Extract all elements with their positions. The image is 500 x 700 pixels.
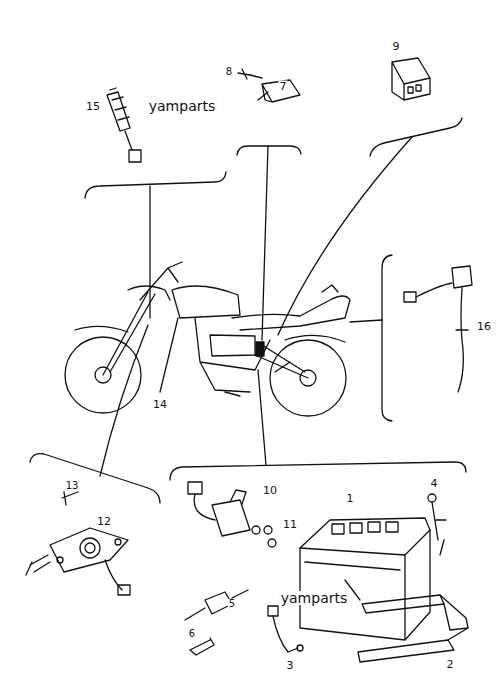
bracket xyxy=(370,118,462,156)
callout-number: 8 xyxy=(225,67,233,77)
cable-part xyxy=(428,494,446,555)
motorcycle xyxy=(65,262,350,416)
watermark: yamparts xyxy=(280,591,349,605)
callout-number: 15 xyxy=(85,101,101,112)
callout-number: 12 xyxy=(96,516,112,527)
callout-number: 4 xyxy=(430,478,439,489)
bracket xyxy=(382,255,392,421)
switch-part xyxy=(107,88,141,162)
relay-part xyxy=(392,58,430,100)
bracket xyxy=(30,454,160,503)
leader-line xyxy=(258,370,266,465)
ignition-switch xyxy=(26,492,130,595)
cable-part xyxy=(404,266,472,392)
callout-number: 7 xyxy=(279,81,288,92)
callout-number: 11 xyxy=(282,519,298,530)
bracket xyxy=(85,172,226,198)
callout-number: 3 xyxy=(286,660,295,671)
leader-line xyxy=(262,146,268,340)
callout-number: 9 xyxy=(392,41,401,52)
callout-number: 13 xyxy=(65,481,80,491)
callout-number: 6 xyxy=(188,629,196,639)
battery xyxy=(300,518,430,640)
callout-number: 2 xyxy=(446,659,455,670)
leader-line xyxy=(278,137,412,335)
battery-strap xyxy=(358,595,468,662)
relay-part xyxy=(238,69,300,102)
leader-line xyxy=(160,318,178,392)
watermark: yamparts xyxy=(148,99,217,113)
callout-number: 1 xyxy=(346,493,355,504)
leader-line xyxy=(350,320,382,322)
callout-number: 14 xyxy=(152,399,168,410)
leader-line xyxy=(149,186,150,318)
cable-part xyxy=(268,606,303,652)
callout-number: 10 xyxy=(262,485,278,496)
fuse-holder xyxy=(185,590,248,655)
callout-number: 5 xyxy=(228,599,236,609)
callout-number: 16 xyxy=(476,321,492,332)
bracket xyxy=(237,146,301,155)
bracket xyxy=(170,462,466,480)
